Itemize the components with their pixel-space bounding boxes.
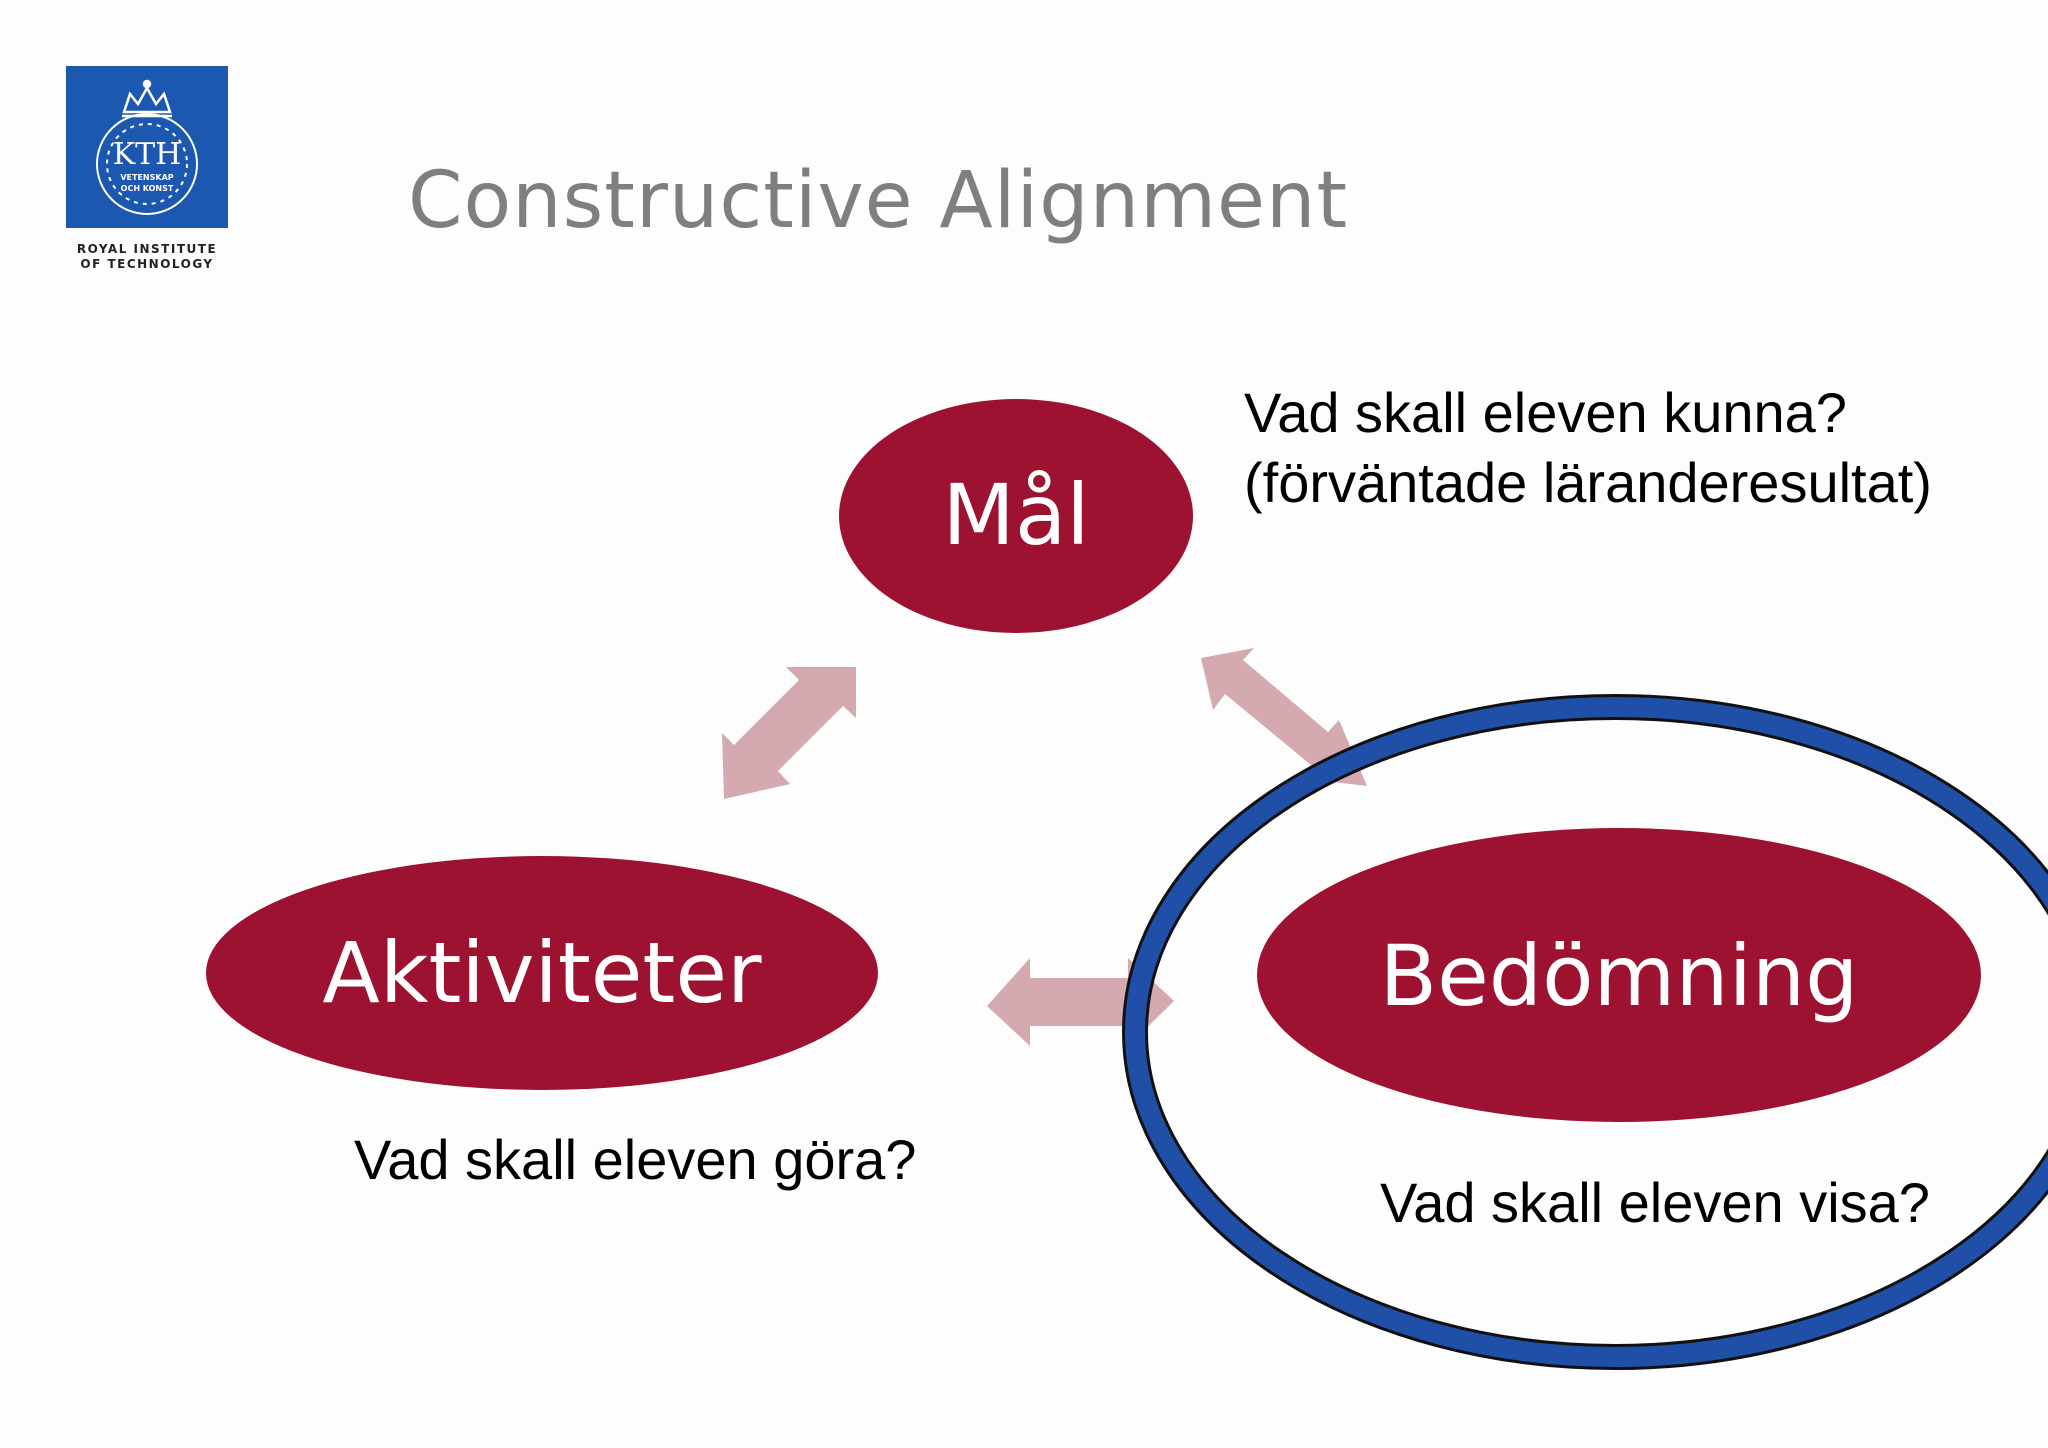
highlight-ring-inner [1125,697,2048,1367]
caption-mal-subnote: (förväntade läranderesultat) [1244,451,1932,514]
emblem-motto-1: VETENSKAP [120,173,173,182]
arrow-mal-bedomning [1201,648,1367,786]
logo-line-1: ROYAL INSTITUTE [76,242,218,256]
node-aktiviteter-label: Aktiviteter [322,924,762,1022]
caption-aktiviteter: Vad skall eleven göra? [354,1128,917,1191]
caption-mal: Vad skall eleven kunna? (förväntade lära… [1244,378,1932,518]
caption-bedomning: Vad skall eleven visa? [1380,1171,1930,1234]
emblem-kth-text: KTH [113,137,182,172]
kth-logo: KTH VETENSKAP OCH KONST [66,66,228,228]
kth-emblem-icon: KTH VETENSKAP OCH KONST [66,66,228,228]
page-title: Constructive Alignment [408,156,1349,246]
node-mal [839,399,1193,633]
node-bedomning-label: Bedömning [1380,927,1859,1025]
logo-wordmark: ROYAL INSTITUTE OF TECHNOLOGY [52,242,242,272]
emblem-motto-2: OCH KONST [121,184,174,193]
logo-line-2: OF TECHNOLOGY [80,257,214,271]
node-mal-label: Mål [942,466,1089,564]
node-bedomning [1257,828,1981,1122]
arrow-aktiviteter-mal [722,667,856,799]
caption-mal-question: Vad skall eleven kunna? [1244,381,1847,444]
node-aktiviteter [206,856,878,1090]
